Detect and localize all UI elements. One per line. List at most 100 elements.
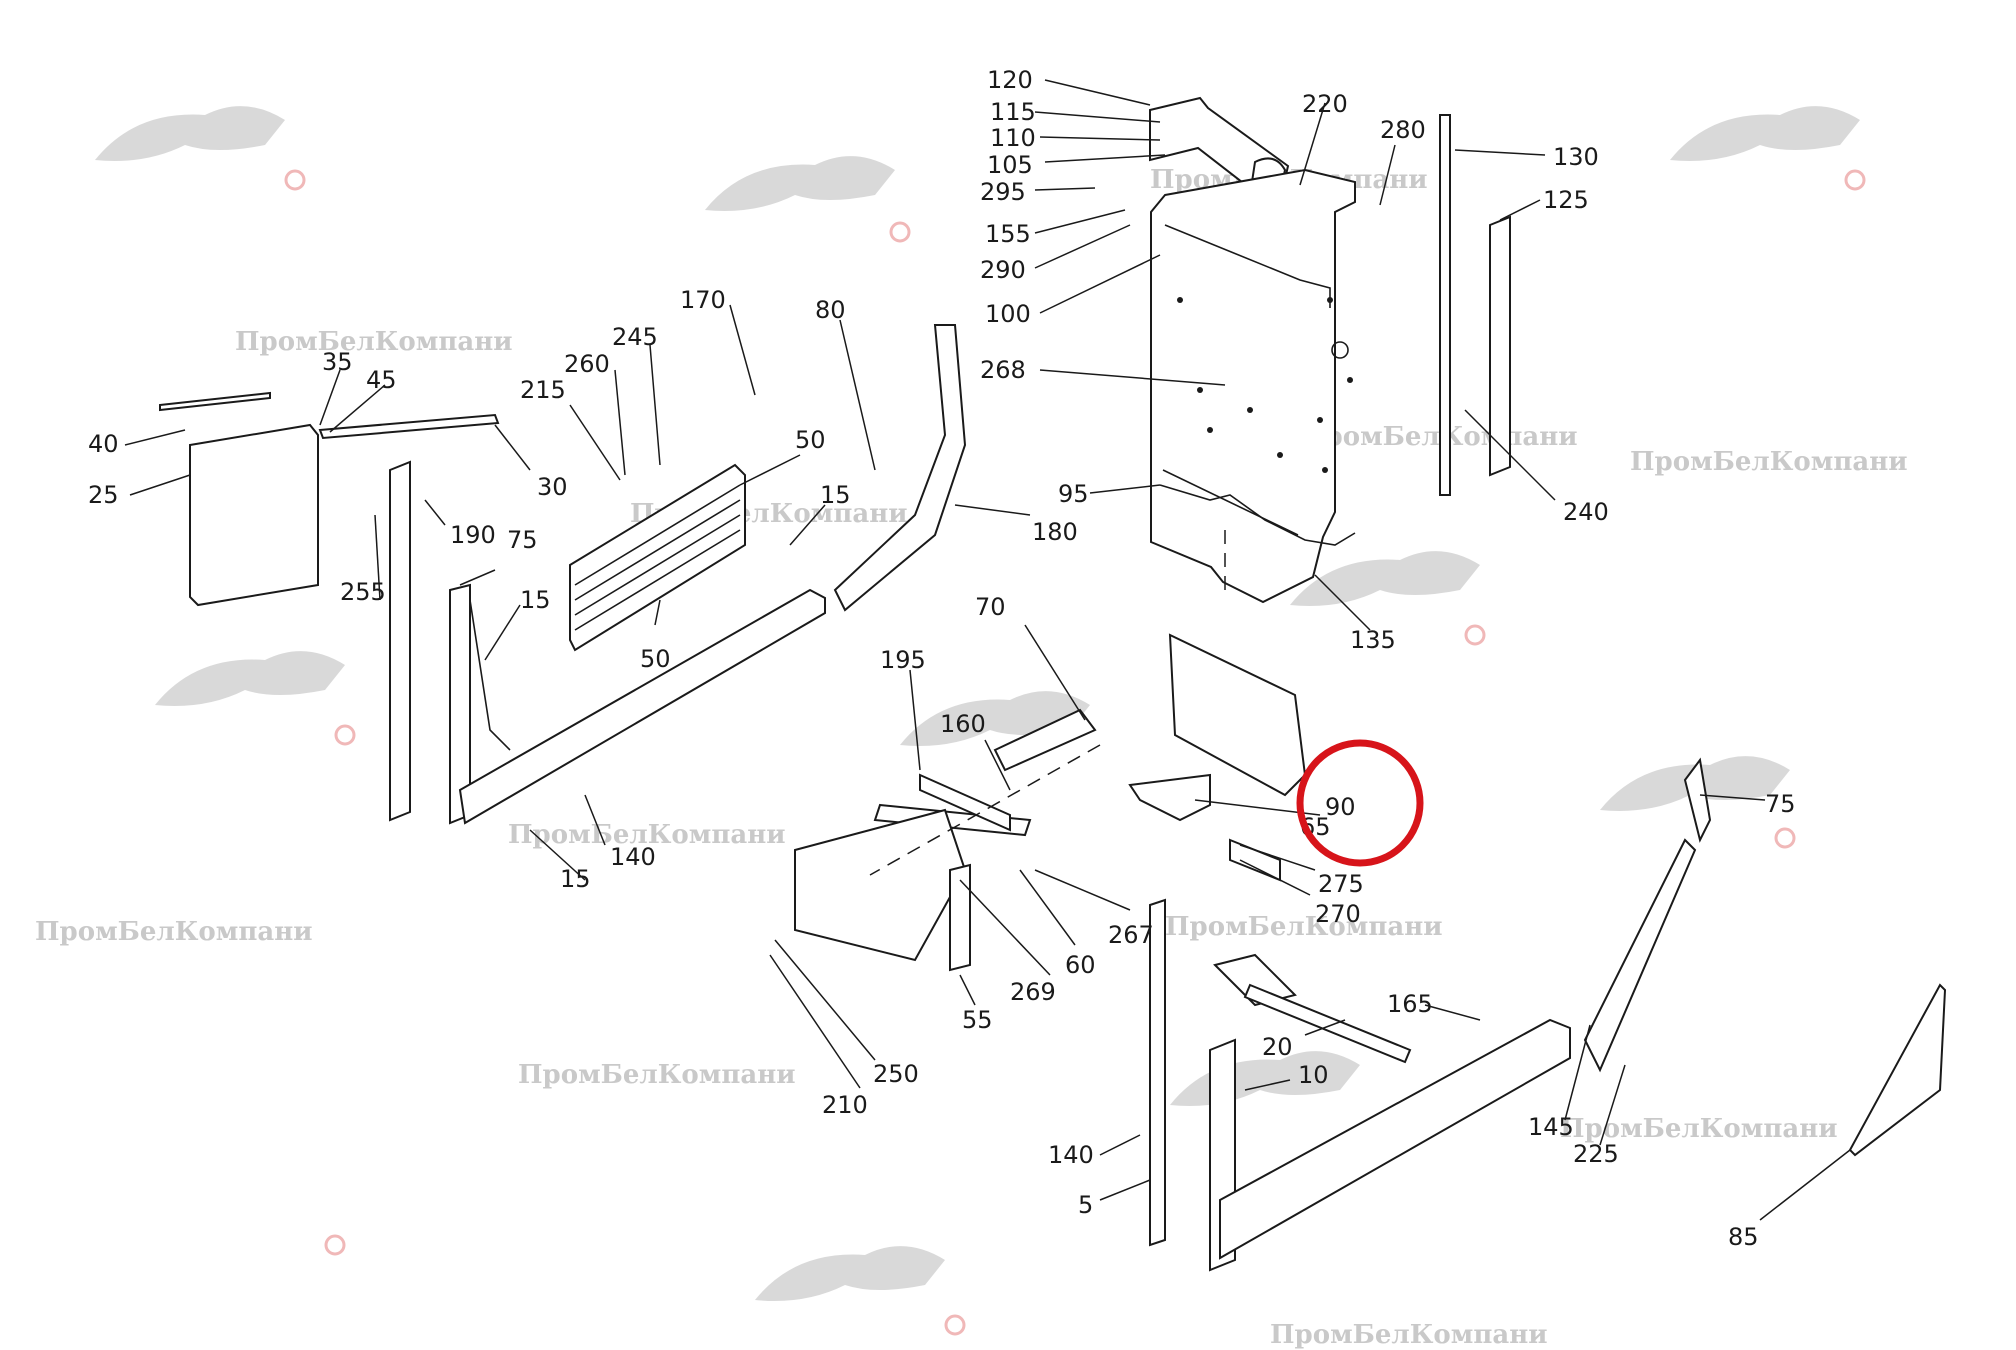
watermark-text: ПромБелКомпани xyxy=(1630,447,1908,477)
part-label: 190 xyxy=(450,521,496,549)
watermark-text: ПромБелКомпани xyxy=(508,820,786,850)
bracket-20 xyxy=(1213,953,1297,1007)
left-flap-assembly xyxy=(159,391,500,607)
part-label: 50 xyxy=(795,426,826,454)
part-label: 135 xyxy=(1350,626,1396,654)
cover-85 xyxy=(1848,983,1947,1157)
watermark-text: ПромБелКомпани xyxy=(1270,1320,1548,1350)
part-label: 85 xyxy=(1728,1223,1759,1251)
part-label: 145 xyxy=(1528,1113,1574,1141)
plate-275 xyxy=(1229,838,1281,882)
part-label: 270 xyxy=(1315,900,1361,928)
left-frame-assembly xyxy=(389,324,967,825)
bracket-70 xyxy=(993,708,1097,772)
part-label: 15 xyxy=(560,865,591,893)
plate-65 xyxy=(1128,773,1211,822)
part-label: 100 xyxy=(985,300,1031,328)
side-frame-75 xyxy=(1583,838,1697,1073)
part-label: 295 xyxy=(980,178,1026,206)
assembly-axis-line xyxy=(869,744,1101,876)
part-label: 5 xyxy=(1078,1191,1093,1219)
panel-lower-bar xyxy=(1162,469,1299,536)
gear-watermark-icon xyxy=(284,169,1866,1336)
part-label: 55 xyxy=(962,1006,993,1034)
part-label: 70 xyxy=(975,593,1006,621)
watermark-text: ПромБелКомпани xyxy=(235,327,513,357)
part-label: 210 xyxy=(822,1091,868,1119)
part-label: 255 xyxy=(340,578,386,606)
bracket-160 xyxy=(919,773,1011,832)
part-label: 80 xyxy=(815,296,846,324)
frame-80 xyxy=(833,324,967,612)
part-label: 268 xyxy=(980,356,1026,384)
watermark-text: ПромБелКомпани xyxy=(1165,912,1443,942)
lower-flap-part xyxy=(1168,633,1307,797)
part-label: 280 xyxy=(1380,116,1426,144)
bar-40 xyxy=(159,391,271,412)
top-panel-assembly xyxy=(1149,96,1511,797)
side-strip-130 xyxy=(1439,114,1451,496)
part-label: 20 xyxy=(1262,1033,1293,1061)
part-label: 240 xyxy=(1563,498,1609,526)
part-label: 165 xyxy=(1387,990,1433,1018)
part-label: 75 xyxy=(1765,790,1796,818)
watermark-text: ПромБелКомпани xyxy=(518,1060,796,1090)
side-post-190 xyxy=(389,460,411,822)
part-label: 245 xyxy=(612,323,658,351)
watermark-text: ПромБелКомпани xyxy=(35,917,313,947)
part-label: 267 xyxy=(1108,921,1154,949)
highlight-circle xyxy=(1296,739,1424,867)
shield-55 xyxy=(794,808,967,962)
part-label: 155 xyxy=(985,220,1031,248)
part-label: 35 xyxy=(322,348,353,376)
part-label: 250 xyxy=(873,1060,919,1088)
part-label: 60 xyxy=(1065,951,1096,979)
main-radiator-panel xyxy=(1150,168,1356,604)
part-label: 10 xyxy=(1298,1061,1329,1089)
part-label: 120 xyxy=(987,66,1033,94)
lower-beam-165 xyxy=(1219,1018,1571,1260)
rod-30 xyxy=(318,413,500,440)
right-frame-assembly xyxy=(1149,757,1947,1272)
part-label: 95 xyxy=(1058,480,1089,508)
part-number-labels: 120 115 110 105 295 155 290 100 268 95 2… xyxy=(88,66,1796,1251)
upright-75b xyxy=(1683,757,1712,843)
part-label: 125 xyxy=(1543,186,1589,214)
part-label: 195 xyxy=(880,646,926,674)
part-label: 160 xyxy=(940,710,986,738)
part-label: 140 xyxy=(610,843,656,871)
part-label: 15 xyxy=(820,481,851,509)
part-label: 105 xyxy=(987,151,1033,179)
bracket-269 xyxy=(949,863,971,972)
part-label: 275 xyxy=(1318,870,1364,898)
part-label: 225 xyxy=(1573,1140,1619,1168)
part-label: 130 xyxy=(1553,143,1599,171)
part-label: 140 xyxy=(1048,1141,1094,1169)
part-label: 215 xyxy=(520,376,566,404)
watermark-text: ПромБелКомпани xyxy=(1560,1114,1838,1144)
brace-15 xyxy=(469,599,511,751)
part-label: 40 xyxy=(88,430,119,458)
watermark-text: ПромБелКомпани xyxy=(1300,422,1578,452)
part-label: 115 xyxy=(990,98,1036,126)
part-label: 180 xyxy=(1032,518,1078,546)
panel-hole xyxy=(1331,341,1349,359)
panel-bottom-rail xyxy=(1159,484,1356,546)
strut-20 xyxy=(1243,983,1412,1064)
part-label: 75 xyxy=(507,526,538,554)
lower-beam-15 xyxy=(458,588,826,825)
part-label: 90 xyxy=(1325,793,1356,821)
part-label: 25 xyxy=(88,481,119,509)
side-strip-125 xyxy=(1489,215,1511,477)
part-label: 220 xyxy=(1302,90,1348,118)
part-label: 269 xyxy=(1010,978,1056,1006)
part-label: 290 xyxy=(980,256,1026,284)
part-label: 15 xyxy=(520,586,551,614)
part-label: 110 xyxy=(990,124,1036,152)
part-label: 170 xyxy=(680,286,726,314)
part-label: 260 xyxy=(564,350,610,378)
cooler-50 xyxy=(569,463,746,652)
flap-25 xyxy=(189,423,319,607)
